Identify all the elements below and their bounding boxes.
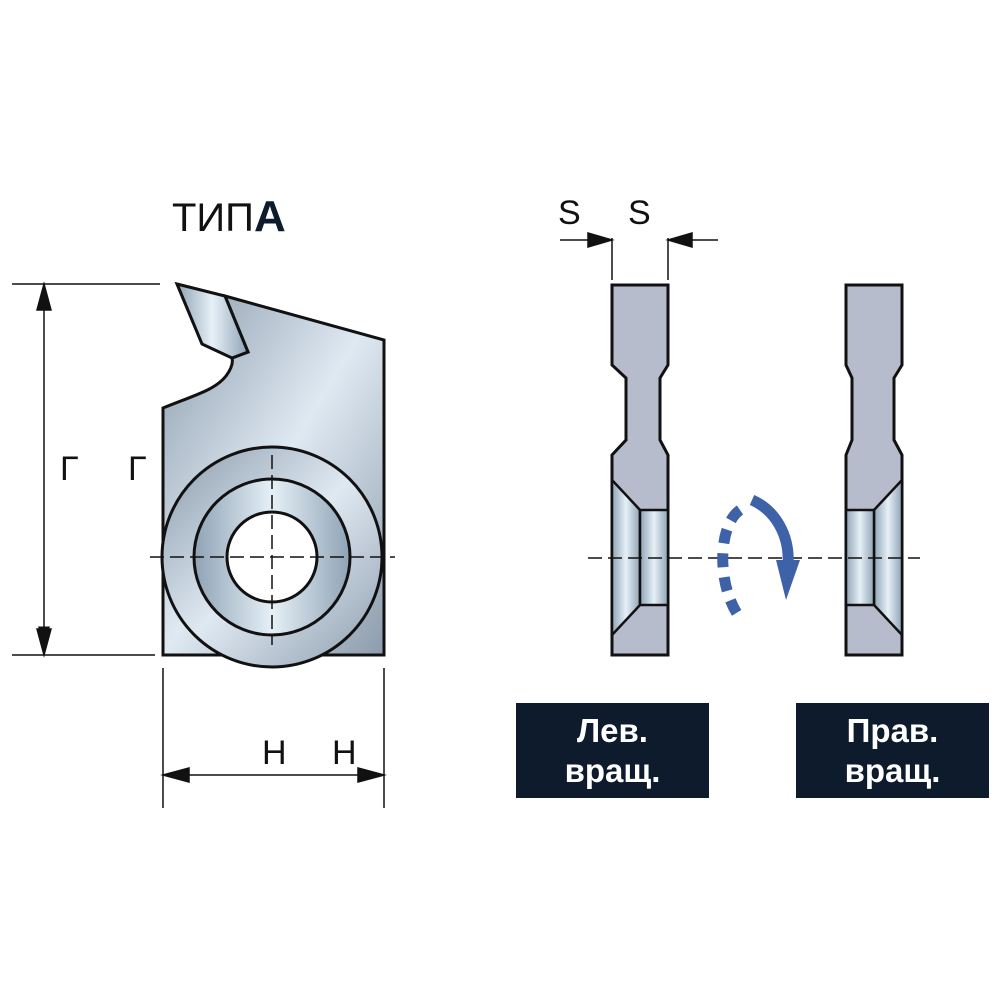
height-label: H (332, 734, 357, 772)
width-dimension (560, 232, 718, 280)
caption-left-hand: Лев. вращ. (516, 703, 709, 798)
width-label: S (628, 194, 651, 232)
type-letter: A (253, 192, 286, 241)
caption-right-hand: Прав. вращ. (796, 703, 989, 798)
caption-line: вращ. (564, 752, 661, 789)
title-prefix: ТИП (172, 196, 254, 240)
length-label: Г (60, 450, 79, 488)
height-dimension (160, 668, 387, 808)
title: ТИПA (172, 195, 286, 239)
height-label: H (262, 734, 287, 772)
rotation-arrow-icon (717, 494, 800, 622)
caption-line: вращ. (844, 752, 941, 789)
side-view-left-hand (610, 283, 670, 657)
side-view-right-hand (844, 283, 904, 657)
caption-line: Лев. (577, 712, 648, 749)
length-label: Г (128, 450, 147, 488)
length-dimension (12, 281, 160, 658)
caption-line: Прав. (846, 712, 939, 749)
insert-type-a (150, 281, 395, 669)
width-label: S (558, 194, 581, 232)
